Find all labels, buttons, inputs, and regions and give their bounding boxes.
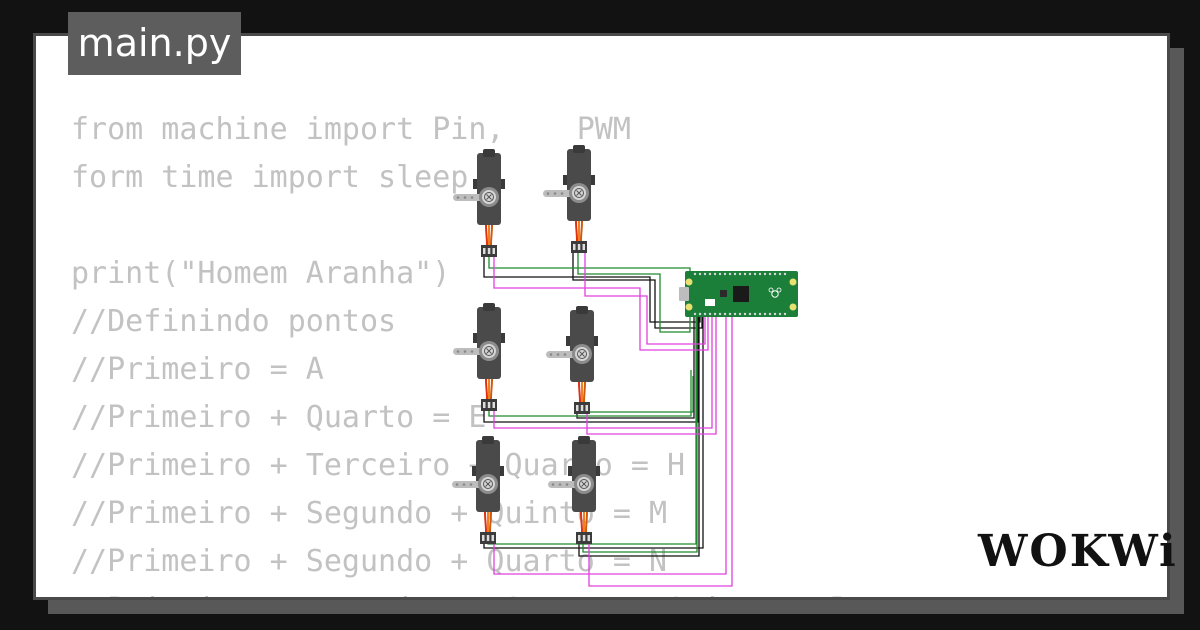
code-editor: from machine import Pin, PWM form time im…: [71, 106, 848, 597]
wokwi-logo: WOKWi: [978, 526, 1178, 577]
code-line: //Primeiro + Terceiro + Quarto = H: [71, 448, 686, 483]
signal-wires: [493, 246, 733, 587]
servo-motor[interactable]: [547, 435, 601, 545]
pico-board[interactable]: [679, 271, 798, 317]
code-line: from machine import Pin, PWM: [71, 112, 631, 147]
code-line: //Primeiro + Segundo + Quarto = N: [71, 544, 668, 579]
code-card: from machine import Pin, PWM form time im…: [33, 33, 1170, 600]
code-line: form time import sleep: [71, 160, 469, 195]
servo-motor[interactable]: [451, 435, 505, 545]
ground-wires: [483, 246, 704, 557]
code-line: //Primeiro + Quarto = E: [71, 400, 487, 435]
file-tab[interactable]: main.py: [68, 12, 241, 75]
code-line: //Primeiro = A: [71, 352, 324, 387]
code-line: //Definindo pontos: [71, 304, 397, 339]
servo-motor[interactable]: [545, 305, 599, 415]
servo-motor[interactable]: [452, 302, 506, 412]
code-line: //Primeiro + Segundo + Quinto = M: [71, 496, 668, 531]
code-line: print("Homem Aranha"): [71, 256, 451, 291]
servo-motor[interactable]: [452, 148, 506, 258]
servo-motor[interactable]: [542, 144, 596, 254]
code-line: //Primeiro + Terceiro + Quarto + Quinto …: [71, 586, 848, 597]
raspberry-icon: [768, 287, 782, 298]
